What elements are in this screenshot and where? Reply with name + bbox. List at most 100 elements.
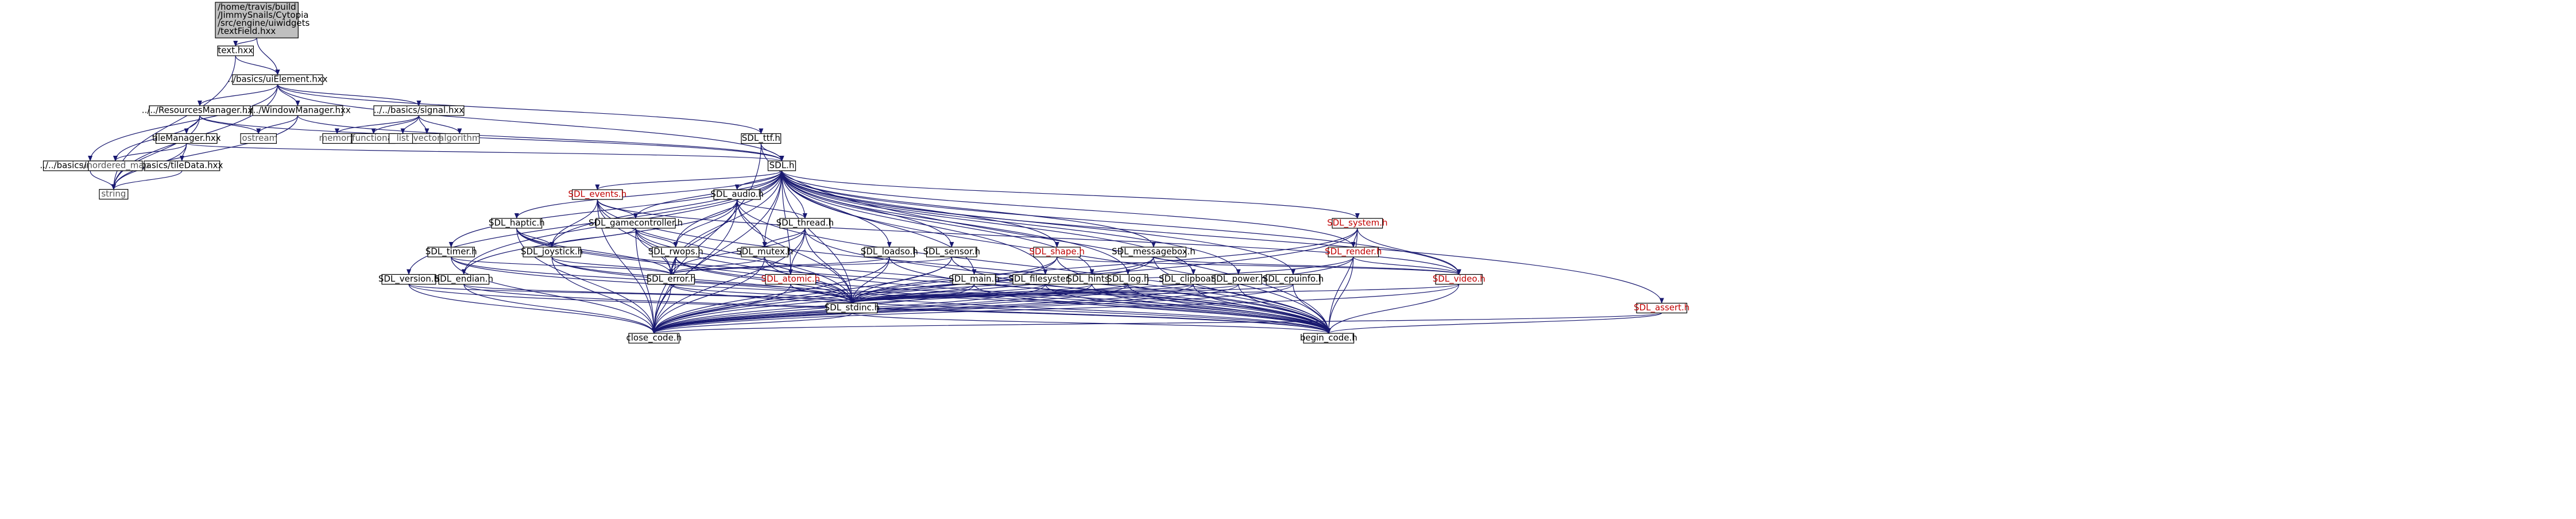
node-box xyxy=(215,2,299,39)
node-tiledata[interactable]: basics/tileData.hxx xyxy=(141,160,223,171)
node-text-hxx[interactable]: text.hxx xyxy=(217,45,254,56)
node-sdl-main[interactable]: SDL_main.h xyxy=(949,274,1000,285)
edge-tilemgr-to-unordered_map xyxy=(113,143,187,162)
node-resmgr[interactable]: ../../ResourcesManager.hxx xyxy=(142,105,258,116)
node-sdl-events[interactable]: SDL_events.h xyxy=(568,189,626,200)
node-functional[interactable]: functional xyxy=(351,133,396,144)
node-sdl-audio[interactable]: SDL_audio.h xyxy=(710,189,764,200)
edge-sdl_thread-to-close_code xyxy=(651,228,806,334)
node-sdl-mutex[interactable]: SDL_mutex.h xyxy=(736,247,793,257)
node-sdl-power[interactable]: SDL_power.h xyxy=(1211,274,1266,285)
edge-sdl_loadso-to-close_code xyxy=(651,256,890,334)
edge-sdl_loadso-to-begin_code xyxy=(889,256,1331,334)
edge-sdl_atomic-to-close_code xyxy=(651,284,791,334)
node-sdl-haptic[interactable]: SDL_haptic.h xyxy=(489,218,545,229)
node-sdl-thread[interactable]: SDL_thread.h xyxy=(776,218,834,229)
node-algorithm[interactable]: algorithm xyxy=(439,133,481,144)
edge-sdl_haptic-to-sdl_error xyxy=(516,228,674,275)
node-sdl-loadso[interactable]: SDL_loadso.h xyxy=(861,247,918,257)
node-windowmgr[interactable]: ../../WindowManager.hxx xyxy=(245,105,351,116)
node-signal[interactable]: ../../basics/signal.hxx xyxy=(373,105,465,116)
node-sdl-messagebox[interactable]: SDL_messagebox.h xyxy=(1112,247,1196,257)
node-memory[interactable]: memory xyxy=(319,133,355,144)
edge-sdl_shape-to-close_code xyxy=(651,256,1058,334)
edge-uielement-to-sdl_ttf xyxy=(277,84,764,134)
node-sdl-log[interactable]: SDL_log.h xyxy=(1107,274,1149,285)
edge-sdl_shape-to-sdl_video xyxy=(1057,256,1461,275)
edge-mapedit-to-string xyxy=(90,170,116,190)
edge-sdl_joystick-to-sdl_error xyxy=(551,256,674,275)
edge-sdl_h-to-sdl_haptic xyxy=(514,170,783,219)
node-sdl-version[interactable]: SDL_version.h xyxy=(378,274,439,285)
node-box xyxy=(1120,247,1186,257)
node-label: SDL_main.h xyxy=(949,274,1000,285)
node-box xyxy=(381,274,436,285)
node-label: SDL.h xyxy=(769,160,795,171)
edge-sdl_sensor-to-sdl_error xyxy=(668,256,952,275)
edge-sdl_audio-to-sdl_thread xyxy=(737,199,807,219)
node-close-code[interactable]: close_code.h xyxy=(626,333,682,344)
node-vector[interactable]: vector xyxy=(412,133,442,144)
node-uielement[interactable]: ../basics/uiElement.hxx xyxy=(227,74,328,85)
node-list[interactable]: list xyxy=(388,133,417,144)
node-sdl-hints[interactable]: SDL_hints.h xyxy=(1067,274,1117,285)
edges-layer xyxy=(88,37,1664,334)
edge-sdl_system-to-begin_code xyxy=(1326,228,1358,334)
node-sdl-clipboard[interactable]: SDL_clipboard.h xyxy=(1159,274,1228,285)
edge-sdl_assert-to-close_code xyxy=(652,312,1662,334)
node-label: text.hxx xyxy=(218,45,253,56)
node-sdl-cpuinfo[interactable]: SDL_cpuinfo.h xyxy=(1263,274,1324,285)
edge-uielement-to-sdl_h xyxy=(277,84,784,162)
node-sdl-gamecontroller[interactable]: SDL_gamecontroller.h xyxy=(589,218,683,229)
node-sdl-joystick[interactable]: SDL_joystick.h xyxy=(521,247,583,257)
node-sdl-video[interactable]: SDL_video.h xyxy=(1433,274,1486,285)
node-unordered-map[interactable]: unordered_map xyxy=(82,160,149,171)
node-sdl-shape[interactable]: SDL_shape.h xyxy=(1029,247,1085,257)
edge-tiledata-to-string xyxy=(111,170,183,190)
edge-sdl_h-to-sdl_filesystem xyxy=(781,170,1048,275)
node-sdl-error[interactable]: SDL_error.h xyxy=(647,274,696,285)
node-box xyxy=(767,160,796,171)
edge-sdl_thread-to-sdl_error xyxy=(668,228,806,275)
edge-resmgr-to-iostream xyxy=(199,115,261,134)
edge-sdl_audio-to-close_code xyxy=(651,199,738,334)
node-string[interactable]: string xyxy=(99,189,129,200)
edge-sdl_timer-to-begin_code xyxy=(451,256,1331,334)
edge-windowmgr-to-string xyxy=(111,115,299,190)
node-iostream[interactable]: iostream xyxy=(239,133,277,144)
node-box xyxy=(1214,274,1262,285)
node-sdl-ttf[interactable]: SDL_ttf.h xyxy=(741,133,782,144)
node-label: SDL_timer.h xyxy=(426,247,477,257)
node-label: SDL_cpuinfo.h xyxy=(1263,274,1324,285)
edge-sdl_error-to-begin_code xyxy=(671,284,1331,334)
edge-sdl_messagebox-to-sdl_stdinc xyxy=(849,256,1154,304)
node-label: /JimmySnails/Cytopia xyxy=(218,10,308,20)
node-sdl-stdinc[interactable]: SDL_stdinc.h xyxy=(825,302,880,314)
node-sdl-filesystem[interactable]: SDL_filesystem.h xyxy=(1008,274,1082,285)
node-root[interactable]: /home/travis/build/JimmySnails/Cytopia/s… xyxy=(215,2,310,39)
node-label: close_code.h xyxy=(626,333,682,344)
edge-sdl_rwops-to-sdl_stdinc xyxy=(675,256,854,304)
node-sdl-system[interactable]: SDL_system.h xyxy=(1327,218,1388,229)
edge-sdl_version-to-close_code xyxy=(408,284,656,334)
node-tilemgr[interactable]: tileManager.hxx xyxy=(152,133,221,144)
node-sdl-timer[interactable]: SDL_timer.h xyxy=(426,247,477,257)
node-sdl-endian[interactable]: SDL_endian.h xyxy=(435,274,493,285)
node-box xyxy=(741,133,782,144)
node-label: SDL_shape.h xyxy=(1029,247,1084,257)
node-sdl-h[interactable]: SDL.h xyxy=(767,160,796,171)
node-label: SDL_gamecontroller.h xyxy=(589,218,683,229)
node-sdl-assert[interactable]: SDL_assert.h xyxy=(1634,302,1689,314)
node-sdl-atomic[interactable]: SDL_atomic.h xyxy=(761,274,820,285)
node-begin-code[interactable]: begin_code.h xyxy=(1300,333,1357,344)
node-sdl-sensor[interactable]: SDL_sensor.h xyxy=(923,247,981,257)
edge-sdl_stdinc-to-close_code xyxy=(651,312,853,334)
edge-sdl_power-to-close_code xyxy=(652,284,1239,334)
node-sdl-rwops[interactable]: SDL_rwops.h xyxy=(648,247,703,257)
node-label: tileManager.hxx xyxy=(152,133,221,143)
node-box xyxy=(1108,274,1148,285)
node-sdl-render[interactable]: SDL_render.h xyxy=(1325,247,1382,257)
edge-sdl_log-to-begin_code xyxy=(1127,284,1331,334)
node-label: SDL_log.h xyxy=(1107,274,1149,285)
edge-sdl_h-to-sdl_system xyxy=(781,170,1360,219)
